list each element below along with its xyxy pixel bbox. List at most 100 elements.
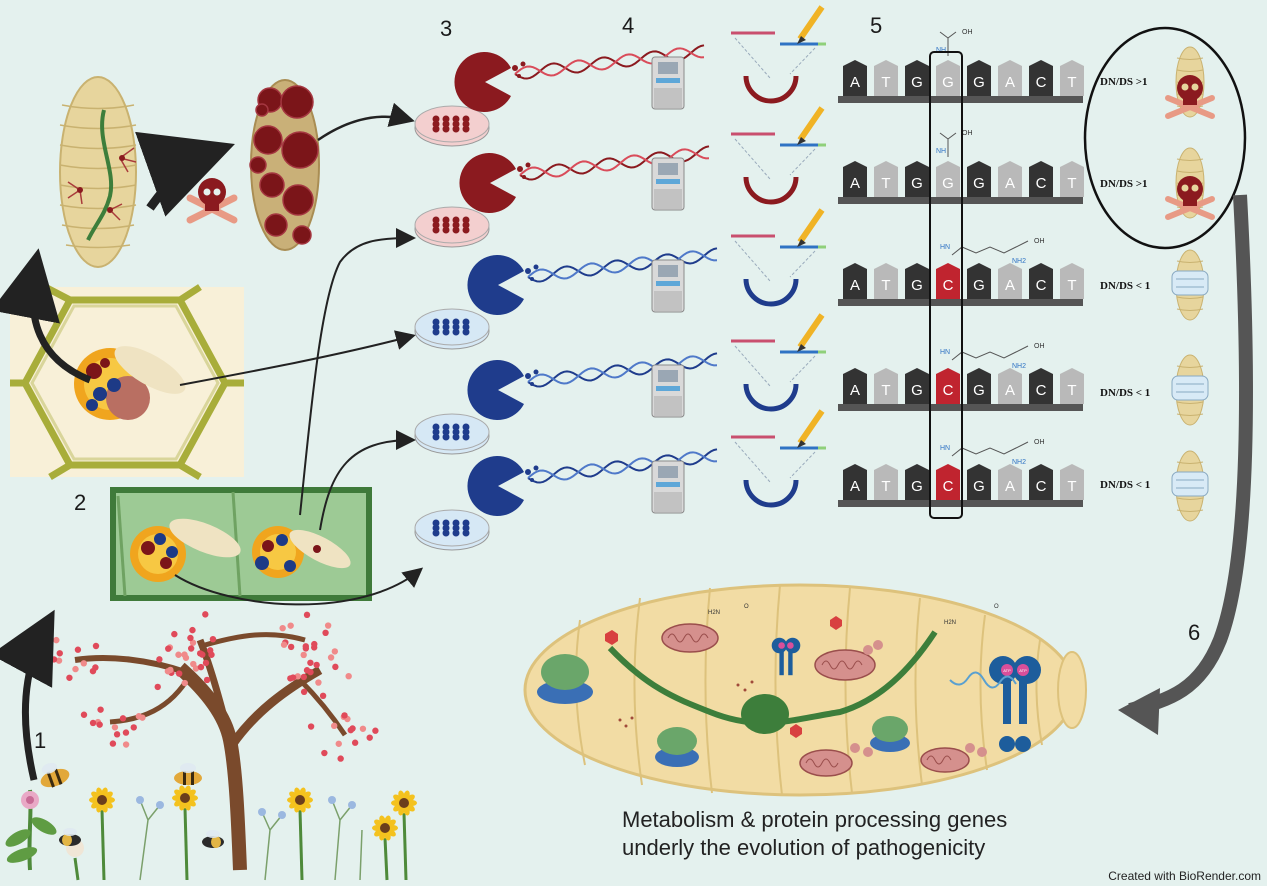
brood-cell-panel [110,487,372,601]
petri-dish [414,413,490,455]
caption-line-1: Metabolism & protein processing genes [622,807,1008,832]
proteasome-1 [537,654,593,704]
base-letter: A [1005,175,1015,192]
base-letter: A [850,478,860,495]
base-letter: A [850,277,860,294]
svg-text:NH: NH [936,47,946,54]
base-letter: A [1005,382,1015,399]
base-letter: G [973,74,985,91]
base-letter: C [943,277,954,294]
base-letter: A [1005,277,1015,294]
amino-acid-structure: OH NH2 HN [940,439,1045,466]
base-letter: G [911,382,923,399]
isolation-arrows [174,228,424,606]
step-number-3: 3 [440,16,453,41]
base-letter: T [1067,74,1076,91]
base-letter: G [973,175,985,192]
sequencer-machine [651,460,685,514]
svg-text:OH: OH [1034,439,1045,446]
sequencer-machine [651,259,685,313]
sequencer-machine [651,157,685,211]
svg-text:NH2: NH2 [1012,459,1026,466]
caption-line-2: underly the evolution of pathogenicity [622,835,986,860]
bees [40,762,224,848]
svg-text:OH: OH [962,29,973,36]
fungal-cell [467,456,539,516]
svg-text:NH2: NH2 [1012,363,1026,370]
skull-crossbones-icon [186,178,238,224]
proteasome-2 [655,727,699,767]
base-letter: C [1036,175,1047,192]
svg-text:HN: HN [940,445,950,452]
base-letter: T [881,478,890,495]
petri-dish [414,105,490,147]
svg-text:OH: OH [1034,343,1045,350]
base-letter: T [1067,277,1076,294]
atp-label-1: ATP [1003,668,1011,673]
svg-text:NH2: NH2 [1012,258,1026,265]
dna-helix [527,247,718,283]
base-letter: A [850,175,860,192]
arrow-larva-to-death [135,131,235,217]
svg-text:NH: NH [936,148,946,155]
atp-label-2: ATP [1019,668,1027,673]
plasmid-edit [731,409,826,508]
arrow-comb-to-larva [0,248,92,384]
fungal-cell [467,359,539,420]
infected-larva [59,76,137,268]
base-letter: C [943,478,954,495]
step-number-5: 5 [870,13,883,38]
base-letter: C [1036,277,1047,294]
larva-cell-summary: ATP ATP [523,583,1087,797]
plasmid-edit [731,5,826,104]
base-letter: T [881,277,890,294]
arrow-deadlarva-to-plate [317,102,415,142]
healthy-larva-mask-icon [1171,450,1209,522]
honeycomb-panel [10,283,244,481]
base-letter: T [881,175,890,192]
chem-h2n-1: H2N [708,610,720,616]
base-letter: C [1036,382,1047,399]
plasmid-edit [731,106,826,205]
codon-highlight-box [929,51,963,519]
step-number-2: 2 [74,490,87,515]
base-letter: A [850,382,860,399]
plasmid-edit [731,208,826,307]
mitochondrion-3 [799,749,853,777]
base-letter: C [1036,74,1047,91]
base-letter: G [942,74,954,91]
base-letter: G [911,175,923,192]
base-letter: G [911,478,923,495]
base-letter: T [881,382,890,399]
fungal-cell [459,153,531,213]
base-letter: A [1005,74,1015,91]
base-letter: G [973,277,985,294]
plasmid-edit [731,313,826,412]
fungal-cell [454,52,526,113]
base-letter: G [973,382,985,399]
dead-larva-skull-icon [1165,46,1215,119]
wild-flowers [5,785,417,881]
mitochondrion-1 [661,623,719,653]
healthy-larva-mask-icon [1171,354,1209,426]
base-letter: A [850,74,860,91]
amino-acid-structure: OH NH [936,29,973,56]
svg-text:OH: OH [1034,238,1045,245]
base-letter: T [1067,175,1076,192]
figure-caption: Metabolism & protein processing genes un… [622,806,1082,862]
base-letter: T [1067,382,1076,399]
arrow-step5-to-step6 [1128,194,1253,717]
chem-o-2: O [994,604,999,610]
ratio-label-1: DN/DS >1 [1100,76,1148,88]
pathogenic-outcomes-ellipse [1083,26,1247,250]
